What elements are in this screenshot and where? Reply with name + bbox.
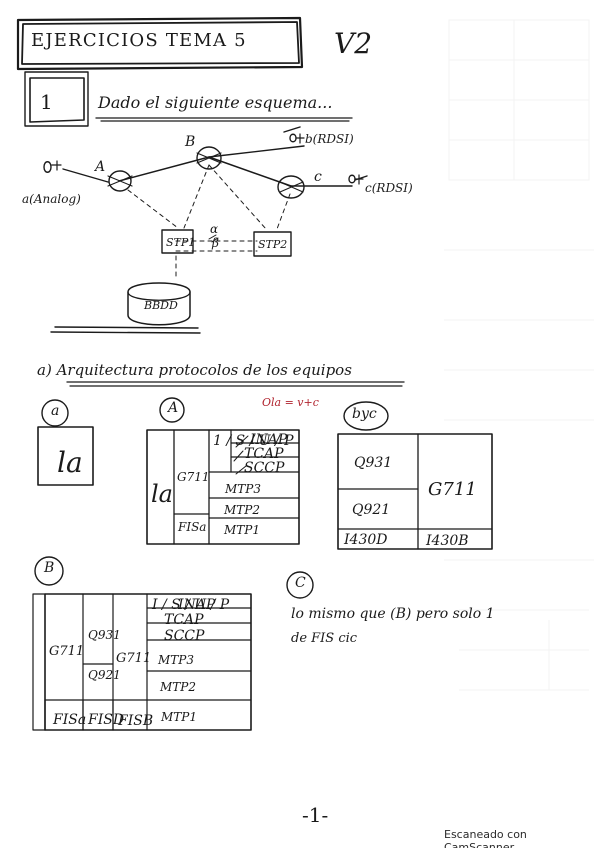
card-B-mtp3: MTP3 [158,653,194,667]
card-A-mtp3: MTP3 [225,482,261,496]
card-c-note-line2: de FIS cic [291,631,358,646]
box-a-text: la [57,446,83,479]
database-label: BBDD [144,299,178,312]
card-A-tcap: TCAP [244,446,284,462]
card-B-sccp: SCCP [164,628,205,644]
page-title: EJERCICIOS TEMA 5 [31,30,247,51]
card-c-note-line1: lo mismo que (B) pero solo 1 [291,606,495,622]
card-B-bottom1: FISa [53,712,87,728]
card-A-mid-top: G711 [177,470,210,484]
circle-a-text: a [51,403,60,419]
scanner-watermark: Escaneado con CamScanner [444,828,527,848]
card-B-col2-bottom: Q921 [88,668,121,682]
red-note: Ola = v+c [262,396,319,409]
stp1-label: STP1 [166,236,196,249]
card-A-inap: INAP [250,432,288,448]
page-number: -1- [302,803,329,827]
card-B-inap: INAP [178,597,216,613]
card-A-side-text: 1 / S / U / P [213,433,294,449]
node-a-label: A [95,159,106,175]
card-byc-bottom-right: I430B [426,533,469,549]
section-a-title: a) Arquitectura protocolos de los equipo… [37,361,352,379]
card-A-mtp1: MTP1 [224,523,260,537]
version-label: V2 [334,27,373,60]
card-B-side-text: I / S / U / P [152,597,230,613]
card-A-mid-bottom: FISa [178,520,207,534]
node-c-label: c [314,169,322,185]
alpha-label: α [210,222,219,236]
card-B-col1: G711 [49,644,85,659]
card-A-left: la [151,480,173,508]
card-byc-right-top: G711 [428,479,477,500]
card-B-bottom2: FISD [88,712,125,728]
card-byc-left-top: Q931 [354,455,393,471]
circle-byc-text: byc [352,406,377,422]
exercise-number: 1 [40,90,53,114]
node-b-label: B [185,134,196,150]
card-A-sccp: SCCP [244,460,285,476]
exercise-intro: Dado el siguiente esquema... [98,93,333,112]
card-B-mtp1: MTP1 [161,710,197,724]
card-B-col3: G711 [116,651,152,666]
card-A-mtp2: MTP2 [224,503,260,517]
card-byc-bottom-left: I430D [344,532,388,548]
card-B-mtp2: MTP2 [160,680,196,694]
remote-b-label: b(RDSI) [305,132,354,146]
beta-label: β [212,236,219,250]
card-B-col2-top: Q931 [88,628,121,642]
circle-c-text: C [295,575,306,591]
card-byc-left-bottom: Q921 [352,502,391,518]
remote-c-label: c(RDSI) [365,181,413,195]
circle-B-text: B [44,560,55,576]
card-B-tcap: TCAP [164,612,204,628]
stp2-label: STP2 [258,238,288,251]
analog-label: a(Analog) [22,192,81,206]
card-B-bottom3: FISB [118,713,154,729]
circle-A-text: A [168,400,179,416]
